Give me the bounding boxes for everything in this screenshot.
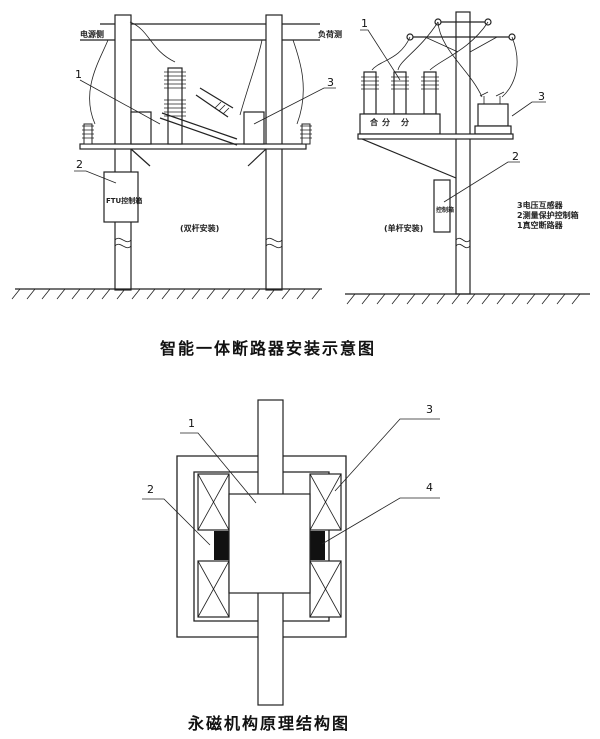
coils: [197, 473, 342, 618]
callout-2: 2: [512, 150, 519, 163]
surge-arrester-right: [300, 123, 312, 145]
circuit-breaker: [159, 67, 238, 146]
source-side-label: 电源侧: [80, 29, 104, 39]
transformer-left: [130, 111, 152, 145]
callout-3: 3: [538, 90, 545, 103]
permanent-magnet-left: [214, 531, 229, 560]
switch-label-open-2: 分: [401, 117, 409, 127]
switch-label-close: 合: [369, 117, 379, 127]
legend-item-1: 1真空断路器: [517, 220, 564, 230]
magnet-diagram-title: 永磁机构原理结构图: [187, 714, 350, 733]
control-box-label: 控制箱: [436, 206, 454, 214]
single-pole-caption: (单杆安装): [384, 223, 423, 233]
callout-2: 2: [76, 158, 83, 171]
right-pole: [265, 14, 283, 291]
vacuum-breakers: 合 分 分: [359, 71, 441, 135]
callout-2: 2: [147, 483, 154, 496]
platform: [357, 133, 514, 140]
callout-3: 3: [426, 403, 433, 416]
single-pole-installation: 合 分 分 控制箱 (单杆安装) 1 2 3 3电压互感器 2测量保护控制箱 1…: [345, 11, 590, 305]
moving-core: [228, 493, 311, 594]
callout-4: 4: [426, 481, 433, 494]
install-diagram-title: 智能一体断路器安装示意图: [160, 339, 376, 358]
callout-1: 1: [361, 17, 368, 30]
legend-item-2: 2测量保护控制箱: [517, 210, 579, 220]
magnet-mechanism: 1 2 3 4: [142, 399, 440, 706]
switch-label-open-1: 分: [382, 117, 390, 127]
permanent-magnet-right: [310, 531, 325, 560]
double-pole-caption: (双杆安装): [180, 223, 219, 233]
double-pole-installation: 电源侧 负荷测: [11, 14, 342, 300]
callout-1: 1: [75, 68, 82, 81]
left-pole: [114, 14, 132, 291]
control-box: [433, 179, 451, 233]
surge-arrester-left: [82, 123, 94, 145]
legend-item-3: 3电压互感器: [517, 200, 564, 210]
transformer-right: [243, 111, 265, 145]
ftu-box-label: FTU控制箱: [106, 196, 142, 205]
voltage-transformer: [474, 91, 512, 135]
crossbar: [79, 143, 307, 150]
load-side-label: 负荷测: [318, 29, 342, 39]
callout-3: 3: [327, 76, 334, 89]
callout-1: 1: [188, 417, 195, 430]
single-pole: [455, 11, 471, 295]
